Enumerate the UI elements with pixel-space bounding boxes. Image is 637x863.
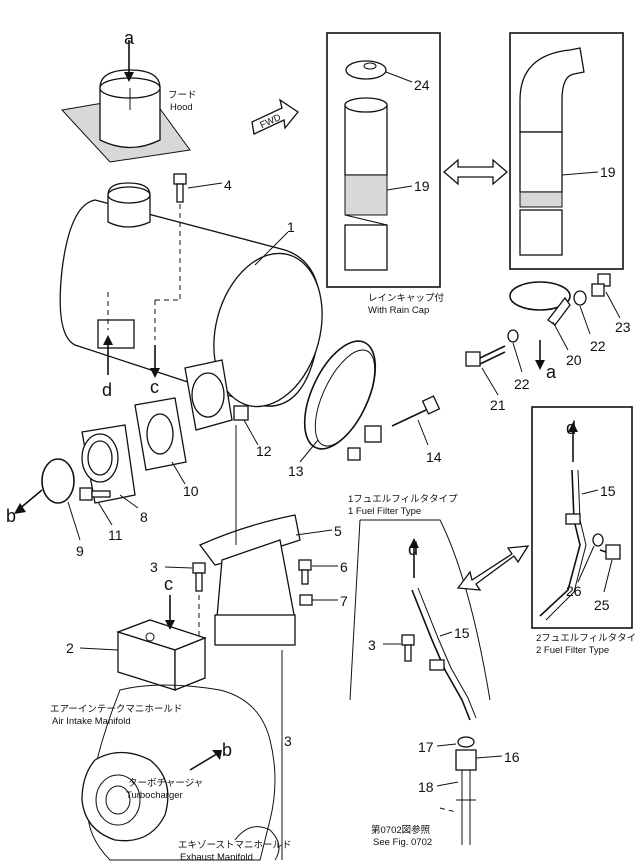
letter-d-pipe: d <box>408 539 418 559</box>
forward-arrow-icon <box>251 98 299 135</box>
fuel-pipe-15 <box>411 587 477 721</box>
letter-c-duct: c <box>150 377 159 397</box>
fwd-label: FWD <box>258 112 282 131</box>
fuel1-label-jp: 1フュエルフィルタタイプ <box>348 494 458 505</box>
bolt-3-right <box>401 634 415 662</box>
letter-d-muffler: d <box>102 380 112 400</box>
rain-cap-label-en: With Rain Cap <box>368 305 429 316</box>
exhaust-label-jp: エキゾーストマニホールド <box>178 840 292 851</box>
callout-18: 18 <box>418 779 434 795</box>
exhaust-label-en: Exhaust Manifold <box>180 852 253 863</box>
bracket-2 <box>116 619 207 691</box>
callout-13: 13 <box>288 463 304 479</box>
callout-25: 25 <box>594 597 610 613</box>
callout-15-one: 15 <box>454 625 470 641</box>
tailpipe-panel <box>509 32 624 270</box>
fuel-tube-16-18 <box>455 749 477 845</box>
callout-1: 1 <box>287 219 295 235</box>
callout-7: 7 <box>340 593 348 609</box>
rain-cap-panel <box>326 32 441 288</box>
intake-label-en: Air Intake Manifold <box>52 716 131 727</box>
letter-b-turbo: b <box>222 740 232 760</box>
gasket-10 <box>134 397 187 471</box>
washer-26 <box>592 533 604 547</box>
callout-22-left: 22 <box>514 376 530 392</box>
clamp-20 <box>509 281 571 370</box>
callout-11: 11 <box>108 527 123 543</box>
callout-3-left: 3 <box>150 559 158 575</box>
fuel1-label-en: 1 Fuel Filter Type <box>348 506 421 517</box>
hood-detail <box>61 40 191 163</box>
bolt-6 <box>298 559 312 585</box>
ring-9 <box>41 458 75 504</box>
callout-17: 17 <box>418 739 434 755</box>
washer-22-left <box>507 329 519 343</box>
callout-10: 10 <box>183 483 199 499</box>
fuel2-label-en: 2 Fuel Filter Type <box>536 645 609 656</box>
callout-20: 20 <box>566 352 582 368</box>
callout-22-right: 22 <box>590 338 606 354</box>
callout-15-two: 15 <box>600 483 616 499</box>
bolt-21 <box>465 345 506 367</box>
callout-16: 16 <box>504 749 520 765</box>
letter-a-clamp: a <box>546 362 557 382</box>
letter-d-filter2: d <box>566 418 576 438</box>
clip-17 <box>457 736 475 748</box>
double-arrow-fuel-icon <box>456 545 530 591</box>
bolt-14 <box>391 395 441 427</box>
nut-23 <box>591 273 611 297</box>
fuel2-label-jp: 2フュエルフィルタタイプ <box>536 633 637 644</box>
callout-5: 5 <box>334 523 342 539</box>
washer-22-right <box>573 290 587 306</box>
callout-19-pipe: 19 <box>600 164 616 180</box>
hood-label-jp: フード <box>168 90 197 101</box>
double-arrow-icon <box>443 158 508 186</box>
bolt-4 <box>173 173 187 203</box>
intake-duct-5 <box>198 514 301 646</box>
hood-label-en: Hood <box>170 102 193 113</box>
callout-12: 12 <box>256 443 272 459</box>
outlet-flange <box>184 359 249 431</box>
callout-6: 6 <box>340 559 348 575</box>
turbo-label-jp: ターボチャージャ <box>128 778 203 789</box>
callout-14: 14 <box>426 449 442 465</box>
see-fig-label-en: See Fig. 0702 <box>373 837 432 848</box>
bolt-3-left <box>192 562 206 592</box>
adapter-8 <box>81 424 136 504</box>
see-fig-label-jp: 第0702図参照 <box>371 824 431 836</box>
callout-8: 8 <box>140 509 148 525</box>
letter-b-left: b <box>6 506 16 526</box>
callout-3-right: 3 <box>368 637 376 653</box>
callout-21: 21 <box>490 397 506 413</box>
callout-3-engine: 3 <box>284 733 292 749</box>
bolt-25 <box>599 544 621 560</box>
tail-pipe <box>519 47 585 256</box>
fuel2-panel <box>531 406 633 629</box>
letter-c-bracket: c <box>164 574 173 594</box>
bolt-11 <box>79 487 111 501</box>
letter-a-top: a <box>124 28 135 48</box>
rain-cap-pipe <box>344 60 388 271</box>
callout-19-raincap: 19 <box>414 178 430 194</box>
intake-label-jp: エアーインテークマニホールド <box>50 704 182 715</box>
clamp-band-13 <box>303 340 382 461</box>
fuel-pipe-15-alt <box>539 469 587 621</box>
callout-9: 9 <box>76 543 84 559</box>
rain-cap-label-jp: レインキャップ付 <box>368 293 445 304</box>
callout-26: 26 <box>566 583 582 599</box>
callout-24: 24 <box>414 77 430 93</box>
engine-assembly <box>81 684 280 861</box>
turbo-label-en: Turbocharger <box>126 790 183 801</box>
fuel1-bracket-line <box>360 519 491 701</box>
nut-7 <box>299 594 313 606</box>
callout-23: 23 <box>615 319 631 335</box>
callout-2: 2 <box>66 640 74 656</box>
callout-4: 4 <box>224 177 232 193</box>
